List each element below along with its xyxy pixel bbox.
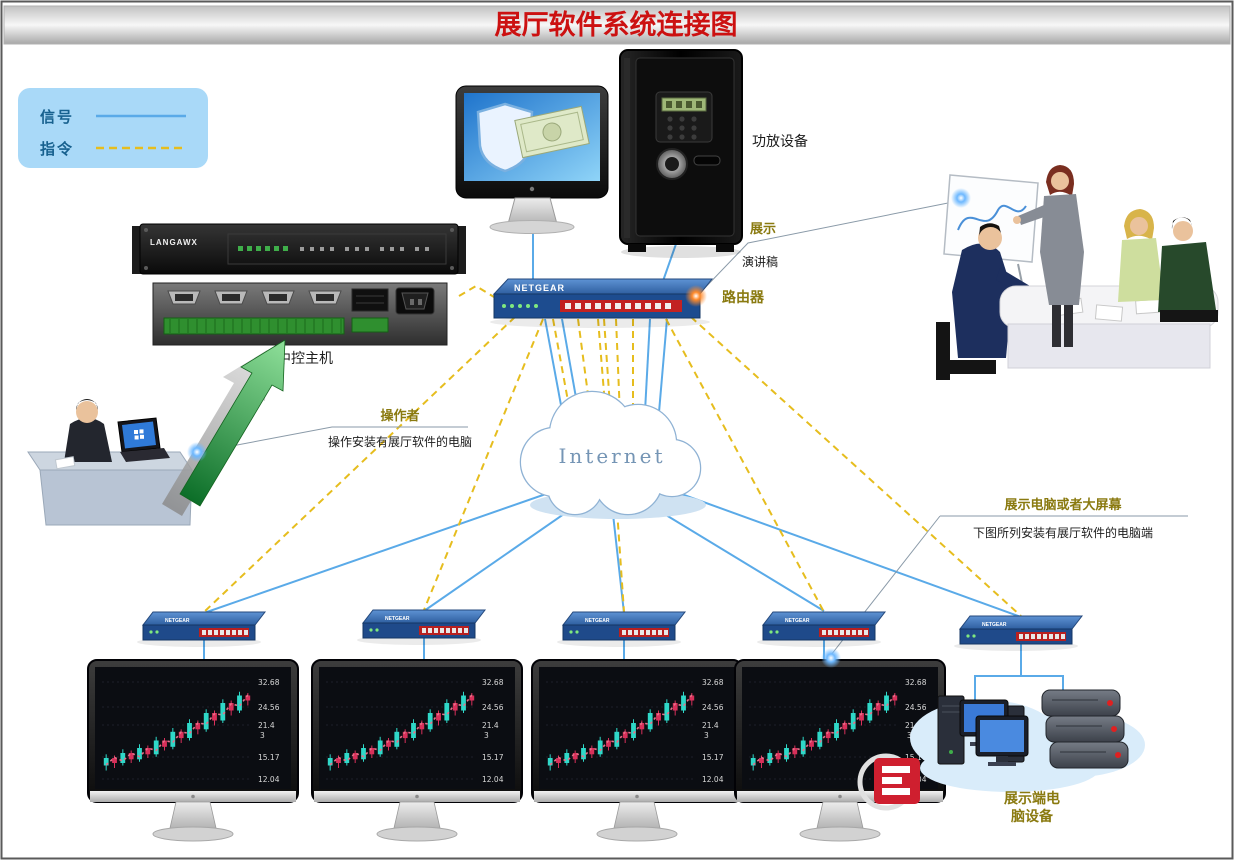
server-led (1111, 726, 1117, 732)
internet-label: Internet (559, 444, 666, 468)
operator-desc-label: 操作安装有展厅软件的电脑 (328, 434, 472, 449)
legend-signal-label: 信号 (40, 108, 74, 126)
display-screen-label: 展示电脑或者大屏幕 (1004, 497, 1122, 512)
page-title: 展厅软件系统连接图 (495, 9, 738, 41)
imac-logo-dot (529, 186, 535, 192)
display-device-label-1: 展示端电 (1004, 790, 1060, 806)
banknote-icon (514, 105, 590, 159)
amplifier-label: 功放设备 (752, 133, 808, 149)
cabinet-hinge (624, 58, 630, 238)
person-seated-left (952, 243, 1012, 358)
display-screen-desc-label: 下图所列安装有展厅软件的电脑端 (973, 525, 1153, 540)
switch-3 (556, 611, 686, 648)
switch-5 (953, 615, 1083, 652)
paper (1135, 298, 1161, 315)
laptop-screen (122, 421, 156, 449)
paper (54, 456, 76, 470)
operator-link-dot (187, 442, 207, 462)
display-label: 展示 (750, 221, 776, 236)
handle-slot (693, 155, 721, 166)
rack-ear (456, 226, 466, 274)
chart-curve-icon (957, 204, 1027, 231)
desk-front (39, 469, 193, 526)
person-operator (64, 418, 112, 462)
rack-ear (132, 226, 142, 274)
central-control-host: LANGAWX (132, 223, 466, 346)
cabinet-door (635, 57, 735, 237)
power-inlet (395, 287, 435, 315)
switch-2 (356, 609, 486, 646)
serial-ports (167, 290, 342, 305)
rack-leds (238, 246, 288, 251)
rack-unit-top (139, 223, 459, 275)
pc-monitor (975, 715, 1029, 766)
presentation-computer (455, 85, 609, 234)
dial-center (665, 157, 679, 171)
display-equipment-group (910, 689, 1145, 792)
router-link-dot (685, 285, 707, 307)
laptop-base (120, 448, 170, 462)
terminal-teeth (169, 319, 342, 333)
amplifier-cabinet (619, 49, 743, 258)
rack-module (351, 288, 389, 312)
speech-draft-label: 演讲稿 (742, 254, 778, 269)
central-host-label: 中控主机 (277, 350, 333, 366)
signal-lines (203, 231, 1064, 702)
terminal-block-small (351, 317, 389, 333)
chair (1160, 310, 1218, 322)
display-device-label-2: 脑设备 (1011, 808, 1054, 824)
imac-base (489, 220, 575, 234)
router-device: NETGEAR (490, 278, 714, 328)
keypad-panel (655, 91, 713, 143)
person-seated-right (1158, 242, 1216, 312)
router-leds (502, 304, 538, 308)
switch-1 (136, 611, 266, 648)
command-arrow (162, 339, 286, 516)
switch-link-dot (821, 648, 841, 668)
router-label: 路由器 (722, 289, 765, 305)
legend-box (18, 88, 208, 168)
server-stack (1041, 689, 1129, 769)
rack-brand-label: LANGAWX (150, 238, 198, 247)
terminal-block (163, 317, 345, 335)
windows-logo-icon (134, 429, 144, 440)
keypad-buttons (667, 116, 697, 140)
paper (1094, 304, 1124, 322)
whiteboard-link-dot (951, 188, 971, 208)
person-seated-middle (1118, 238, 1164, 302)
title-bar (3, 5, 1231, 45)
operator-label: 操作者 (380, 408, 419, 423)
operator-scene (27, 399, 193, 526)
legend: 信号 指令 (18, 88, 208, 168)
rack-buttons (300, 247, 429, 251)
watermark-logo (857, 753, 920, 811)
legend-command-label: 指令 (40, 140, 74, 158)
internet-cloud: Internet (519, 390, 706, 519)
server-led (1107, 700, 1113, 706)
keypad-display (661, 97, 707, 112)
rack-panel (227, 233, 447, 265)
operator-laptop (117, 417, 170, 462)
switch-4 (756, 611, 886, 648)
arrow-green (179, 339, 286, 507)
router-ports (565, 303, 671, 309)
router-brand-label: NETGEAR (514, 283, 565, 293)
person-presenter (1040, 194, 1084, 305)
server-led (1115, 752, 1121, 758)
